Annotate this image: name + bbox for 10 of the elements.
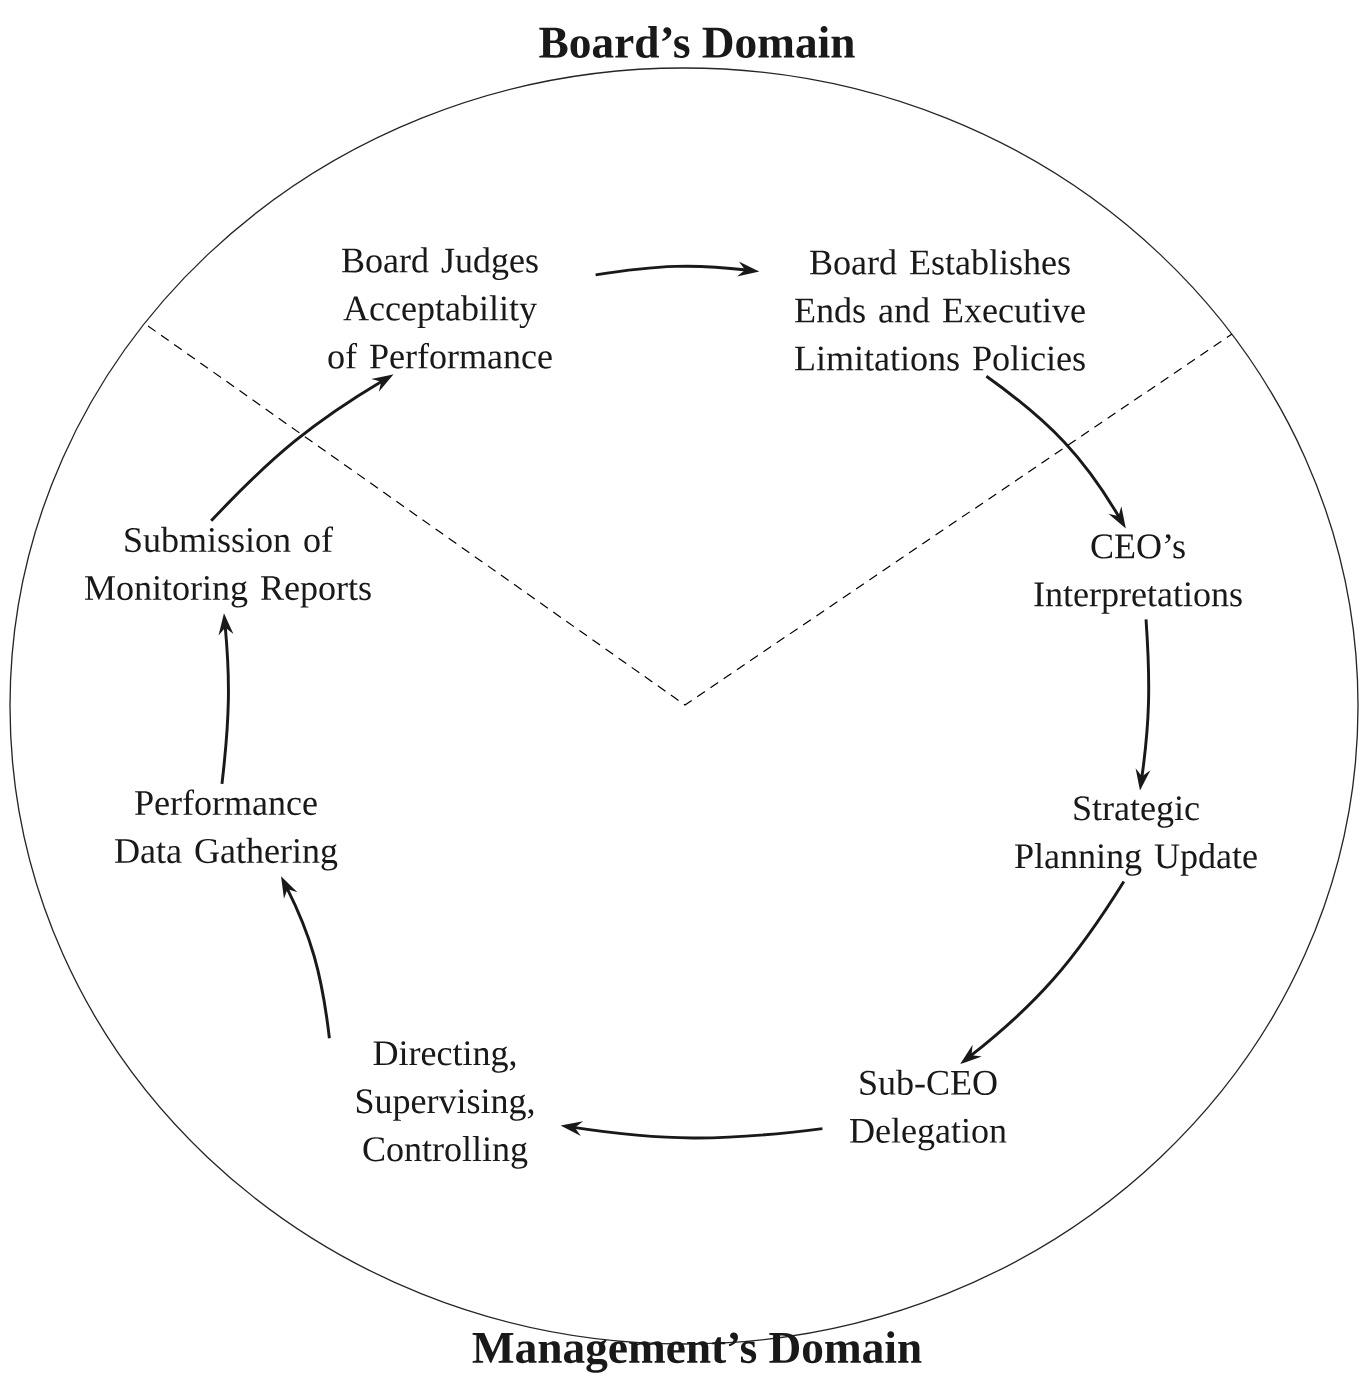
domain-title: Management’s Domain xyxy=(472,1331,922,1373)
step-label: Sub-CEO Delegation xyxy=(850,1069,1007,1151)
domain-title: Board’s Domain xyxy=(539,26,855,58)
step-label: Performance Data Gathering xyxy=(115,789,338,871)
step-label: Strategic Planning Update xyxy=(1015,796,1257,876)
step-label: Directing, Supervising, Controlling xyxy=(356,1041,534,1169)
step-label: CEO’s Interpretations xyxy=(1034,534,1242,614)
step-label: Board Judges Acceptability of Performance xyxy=(328,247,552,369)
step-label: Board Establishes Ends and Executive Limitations Policies xyxy=(795,249,1085,371)
step-label: Submission of Monitoring Reports xyxy=(85,526,371,608)
